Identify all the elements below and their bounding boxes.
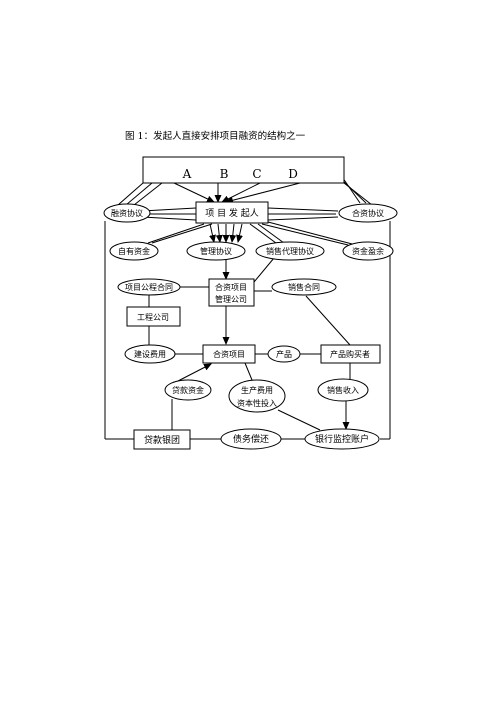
figure-caption: 图 1：发起人直接安排项目融资的结构之一 — [125, 131, 306, 142]
sales-contract-label: 销售合同 — [288, 282, 320, 292]
sales-agency-agreement-node: 销售代理协议 — [255, 241, 325, 261]
jv-management-company-line2: 管理公司 — [215, 294, 247, 304]
jv-project-box: 合资项目 — [202, 344, 256, 364]
jv-project-label: 合资项目 — [213, 349, 245, 359]
financing-agreement-node: 融资协议 — [103, 203, 151, 223]
investors-box: A B C D — [142, 156, 345, 184]
product-buyer-label: 产品购买者 — [330, 349, 370, 359]
management-agreement-node: 管理协议 — [186, 241, 246, 261]
debt-repayment-label: 债务偿还 — [233, 433, 269, 445]
project-epc-contract-node: 项目公程合同 — [117, 278, 181, 296]
jv-management-company-box: 合资项目 管理公司 — [208, 278, 255, 307]
product-label: 产品 — [276, 349, 292, 359]
management-agreement-label: 管理协议 — [200, 246, 232, 256]
engineering-company-label: 工程公司 — [137, 313, 169, 322]
construction-costs-node: 建设费用 — [124, 344, 176, 364]
production-costs-node: 生产费用 资本性投入 — [228, 379, 286, 413]
sales-revenue-node: 销售收入 — [317, 378, 369, 402]
surplus-funds-label: 资金盈余 — [352, 246, 384, 256]
production-costs-line2: 资本性投入 — [237, 398, 277, 408]
investor-a-label: A — [182, 167, 192, 181]
project-epc-contract-label: 项目公程合同 — [125, 282, 173, 292]
production-costs-line1: 生产费用 — [241, 385, 273, 395]
loan-funds-node: 贷款资金 — [164, 379, 212, 401]
bank-escrow-account-label: 银行监控账户 — [315, 433, 369, 445]
surplus-funds-node: 资金盈余 — [342, 241, 394, 261]
construction-costs-label: 建设费用 — [134, 349, 166, 359]
debt-repayment-node: 债务偿还 — [220, 428, 282, 450]
engineering-company-box: 工程公司 — [126, 306, 181, 327]
jv-management-company-line1: 合资项目 — [215, 282, 247, 292]
bank-escrow-account-node: 银行监控账户 — [304, 428, 380, 450]
loan-funds-label: 贷款资金 — [172, 385, 204, 395]
sales-contract-node: 销售合同 — [271, 278, 337, 296]
financing-agreement-label: 融资协议 — [111, 208, 143, 218]
own-funds-label: 自有资金 — [118, 246, 150, 256]
investor-d-label: D — [288, 167, 298, 181]
investor-b-label: B — [220, 167, 229, 181]
lending-syndicate-box: 贷款银团 — [133, 429, 191, 450]
jv-agreement-node: 合资协议 — [338, 203, 398, 223]
product-buyer-box: 产品购买者 — [320, 344, 381, 364]
lending-syndicate-label: 贷款银团 — [144, 434, 180, 446]
investor-c-label: C — [252, 167, 261, 181]
jv-agreement-label: 合资协议 — [352, 208, 384, 218]
sales-revenue-label: 销售收入 — [327, 385, 359, 395]
sponsor-box: 项 目 发 起人 — [195, 201, 269, 224]
product-node: 产品 — [267, 345, 301, 363]
connector-lines — [104, 164, 391, 440]
sales-agency-agreement-label: 销售代理协议 — [266, 246, 314, 256]
sponsor-label: 项 目 发 起人 — [205, 207, 259, 219]
own-funds-node: 自有资金 — [109, 241, 159, 261]
